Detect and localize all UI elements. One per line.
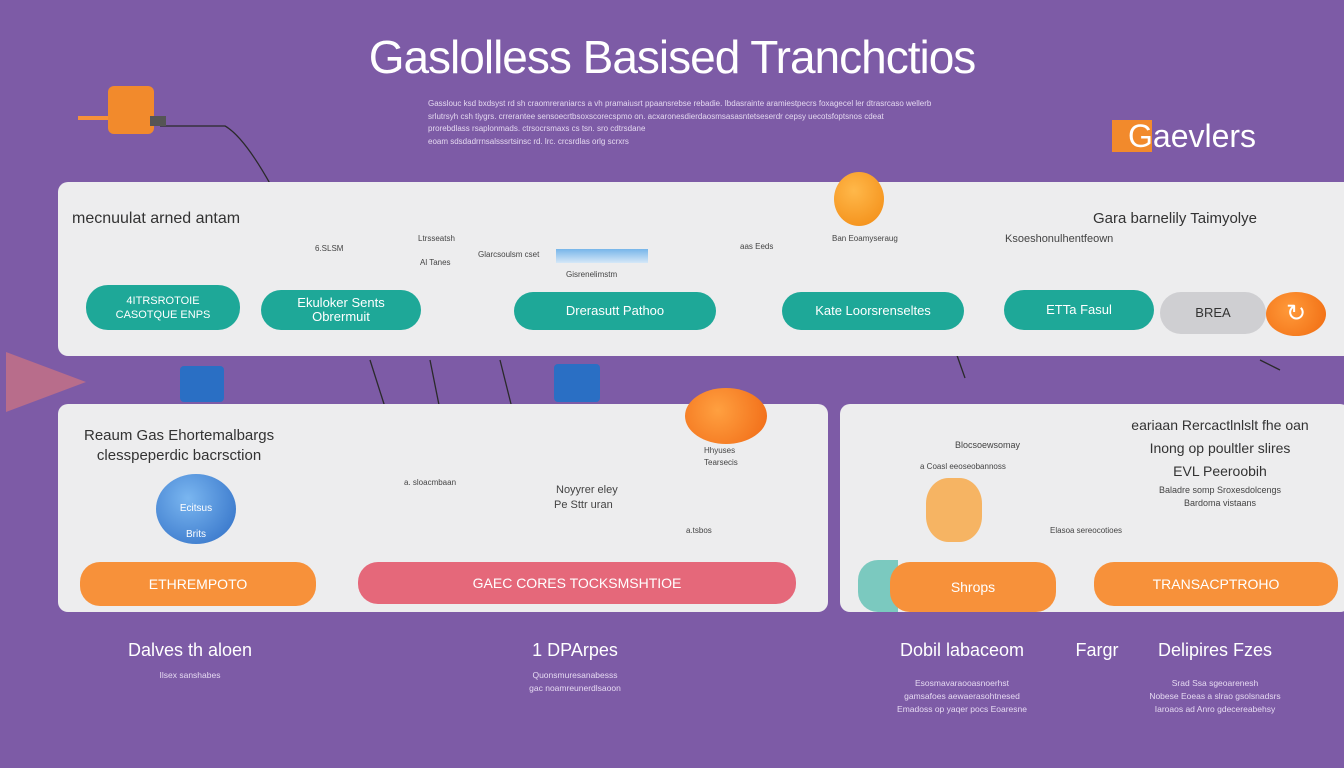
panel-top-heading: mecnuulat arned antam xyxy=(72,210,241,227)
heading-line: Reaum Gas Ehortemalbargs xyxy=(84,427,275,444)
panel-top-right-sub: Ksoeshonulhentfeown xyxy=(1005,233,1114,245)
heading-line: EVL Peeroobih xyxy=(1173,463,1267,479)
button-center[interactable]: GAEC CORES TOCKSMSHTIOE xyxy=(358,562,796,604)
bottom-sub: Iaroaos ad Anro gdecereabehsy xyxy=(1154,704,1276,714)
callout: 6.SLSM xyxy=(315,244,344,253)
page-title: Gaslolless Basised Tranchctios xyxy=(368,31,977,83)
step-pill-3: Drerasutt Pathoo xyxy=(514,292,716,330)
callout: Glarcsoulsm cset xyxy=(478,250,540,259)
callout: Al Tanes xyxy=(420,258,451,267)
bottom-item: Dobil labaceom Esosmavaraooasnoerhst gam… xyxy=(862,640,1062,716)
step-pill-4: Kate Loorsrenseltes xyxy=(782,292,964,330)
heading-line: eariaan Rercactlnlslt fhe oan xyxy=(1131,417,1309,433)
bottom-sub: Nobese Eoeas a slrao gsolsnadsrs xyxy=(1149,691,1281,701)
gray-pill: BREA xyxy=(1160,292,1266,334)
blue-bar xyxy=(556,249,648,263)
brand-badge: Gaevlers xyxy=(1112,118,1292,154)
description-line: srlutrsyh csh tiygrs. crrerantee sensoec… xyxy=(428,111,884,121)
brand-badge-label: Gaevlers xyxy=(1128,118,1257,154)
arrow-icon xyxy=(6,352,86,412)
bottom-item: 1 DPArpes Quonsmuresanabesss gac noamreu… xyxy=(475,640,675,695)
callout: Noyyrer eley xyxy=(556,484,618,496)
callout: Hhyuses xyxy=(704,446,736,455)
heading-line: clesspeperdic bacrsction xyxy=(96,447,262,464)
description: Gasslouc ksd bxdsyst rd sh craomreraniar… xyxy=(428,98,1053,148)
button-left[interactable]: ETHREMPOTO xyxy=(80,562,316,606)
blue-sphere: Ecitsus Brits xyxy=(156,474,236,544)
blue-tag-icon xyxy=(180,366,224,402)
bottom-sub: Esosmavaraooasnoerhst xyxy=(914,678,1010,688)
blue-tag-icon xyxy=(554,364,600,402)
bottom-item: Delipires Fzes Srad Ssa sgeoarenesh Nobe… xyxy=(1115,640,1315,716)
panel-top xyxy=(58,182,1344,356)
step-pill-2: Ekuloker Sents Obrermuit xyxy=(261,290,421,330)
bottom-label: 1 DPArpes xyxy=(532,640,618,660)
callout: Blocsoewsomay xyxy=(955,440,1021,450)
callout: a. sloacmbaan xyxy=(404,478,457,487)
bottom-item: Dalves th aloen Ilsex sanshabes xyxy=(90,640,290,682)
description-line: Gasslouc ksd bxdsyst rd sh craomreraniar… xyxy=(428,99,932,108)
bottom-sub: Quonsmuresanabesss xyxy=(532,670,618,680)
bottom-sub: Ilsex sanshabes xyxy=(159,670,221,680)
sub-line: Bardoma vistaans xyxy=(1183,498,1257,508)
callout: Elasoa sereocotioes xyxy=(1050,526,1123,535)
heading-line: Inong op poultler slires xyxy=(1149,440,1291,456)
step-pill-5: ETTa Fasul xyxy=(1004,290,1154,330)
bottom-label: Dalves th aloen xyxy=(127,640,253,660)
panel-right-heading: eariaan Rercactlnlslt fhe oan Inong op p… xyxy=(1100,414,1340,483)
description-line: prorebdlass rsaplonmads. ctrsocrsmaxs cs… xyxy=(428,124,646,133)
callout: Gisrenelimstm xyxy=(566,270,618,279)
description-line: eoam sdsdadrrnsalsssrtsinsc rd. lrc. crc… xyxy=(428,136,629,146)
orange-sphere xyxy=(834,172,884,226)
panel-right-sub: Baladre somp Sroxesdolcengs Bardoma vist… xyxy=(1120,484,1320,510)
button-transaction[interactable]: TRANSACPTROHO xyxy=(1094,562,1338,606)
panel-left-heading: Reaum Gas Ehortemalbargs clesspeperdic b… xyxy=(84,426,274,466)
bottom-label: Delipires Fzes xyxy=(1157,640,1273,660)
bottom-label: Dobil labaceom xyxy=(899,640,1025,660)
callout: Ltrsseatsh xyxy=(418,234,455,243)
sphere-text: Brits xyxy=(186,529,206,540)
step-pill-1: 4ITRSROTOIE CASOTQUE ENPS xyxy=(86,285,240,330)
sphere-text: Ecitsus xyxy=(179,503,213,514)
button-shrops[interactable]: Shrops xyxy=(890,562,1056,612)
bottom-sub: gac noamreunerdlsaoon xyxy=(529,683,621,693)
bottom-sub: Emadoss op yaqer pocs Eoaresne xyxy=(897,704,1027,714)
callout: Tearsecis xyxy=(704,458,738,467)
callout: Ban Eoamyseraug xyxy=(832,234,898,243)
callout: Pe Sttr uran xyxy=(554,499,613,511)
bottom-sub: Srad Ssa sgeoarenesh xyxy=(1171,678,1259,688)
plug-icon xyxy=(78,86,168,136)
map-icon xyxy=(926,478,982,542)
bottom-sub: gamsafoes aewaerasohtnesed xyxy=(904,691,1020,701)
refresh-icon: ↻ xyxy=(1266,292,1326,336)
callout: a.tsbos xyxy=(686,526,712,535)
sub-line: Baladre somp Sroxesdolcengs xyxy=(1158,485,1282,495)
panel-top-right-heading: Gara barnelily Taimyolye xyxy=(1093,210,1257,227)
callout: aas Eeds xyxy=(740,242,774,251)
bottom-label: Fargr xyxy=(1075,640,1119,660)
orange-sphere xyxy=(685,388,767,444)
callout: a Coasl eeoseobannoss xyxy=(920,462,1006,471)
